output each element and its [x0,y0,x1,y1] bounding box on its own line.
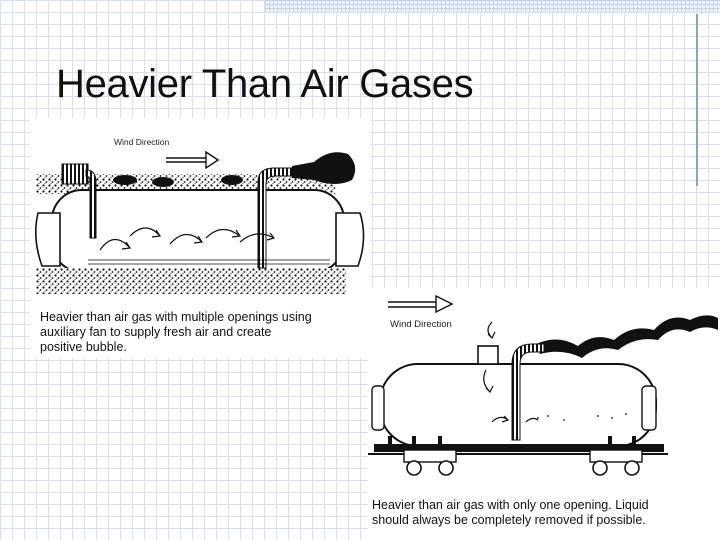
wheel-truck-icon [403,449,457,476]
caption-line: positive bubble. [40,340,127,354]
fresh-air-duct [85,169,97,239]
figure-underground-tank: Wind Direction Heavier than air gas with… [30,118,370,358]
vapor-hatching [88,259,330,265]
airflow-arrows-icon [99,227,276,251]
opening-icon [113,175,137,185]
airflow-arrows-icon [483,321,539,423]
figure-2-caption: Heavier than air gas with only one openi… [372,498,649,528]
slide-rule [696,14,698,186]
opening-icon [152,177,174,187]
car-frame [374,444,664,452]
underground-tank-illustration [34,150,365,294]
wheel-truck-icon [589,449,643,476]
figure-1-caption: Heavier than air gas with multiple openi… [40,310,312,355]
opening-icon [221,175,243,185]
caption-line: Heavier than air gas with only one openi… [372,498,649,512]
wind-direction-label: Wind Direction [114,137,170,147]
header-band [265,0,720,12]
dome-opening [477,345,499,365]
caption-line: auxiliary fan to supply fresh air and cr… [40,325,272,339]
ground-bed [36,268,346,294]
eductor-horn-icon [292,152,356,184]
exhaust-duct [511,343,545,441]
vapor-dots [537,413,627,421]
caption-line: should always be completely removed if p… [372,513,646,527]
rail-tank-car-illustration [368,294,718,476]
exhaust-plume [536,315,718,358]
wind-direction-arrow-icon [388,294,454,314]
fan-housing-icon [61,163,89,185]
caption-line: Heavier than air gas with multiple openi… [40,310,312,324]
slide-title: Heavier Than Air Gases [56,62,474,106]
figure-rail-tank-car: Wind Direction Heavier than air gas with… [368,288,720,540]
wind-direction-arrow-icon [166,150,220,170]
wind-direction-label: Wind Direction [390,319,452,330]
